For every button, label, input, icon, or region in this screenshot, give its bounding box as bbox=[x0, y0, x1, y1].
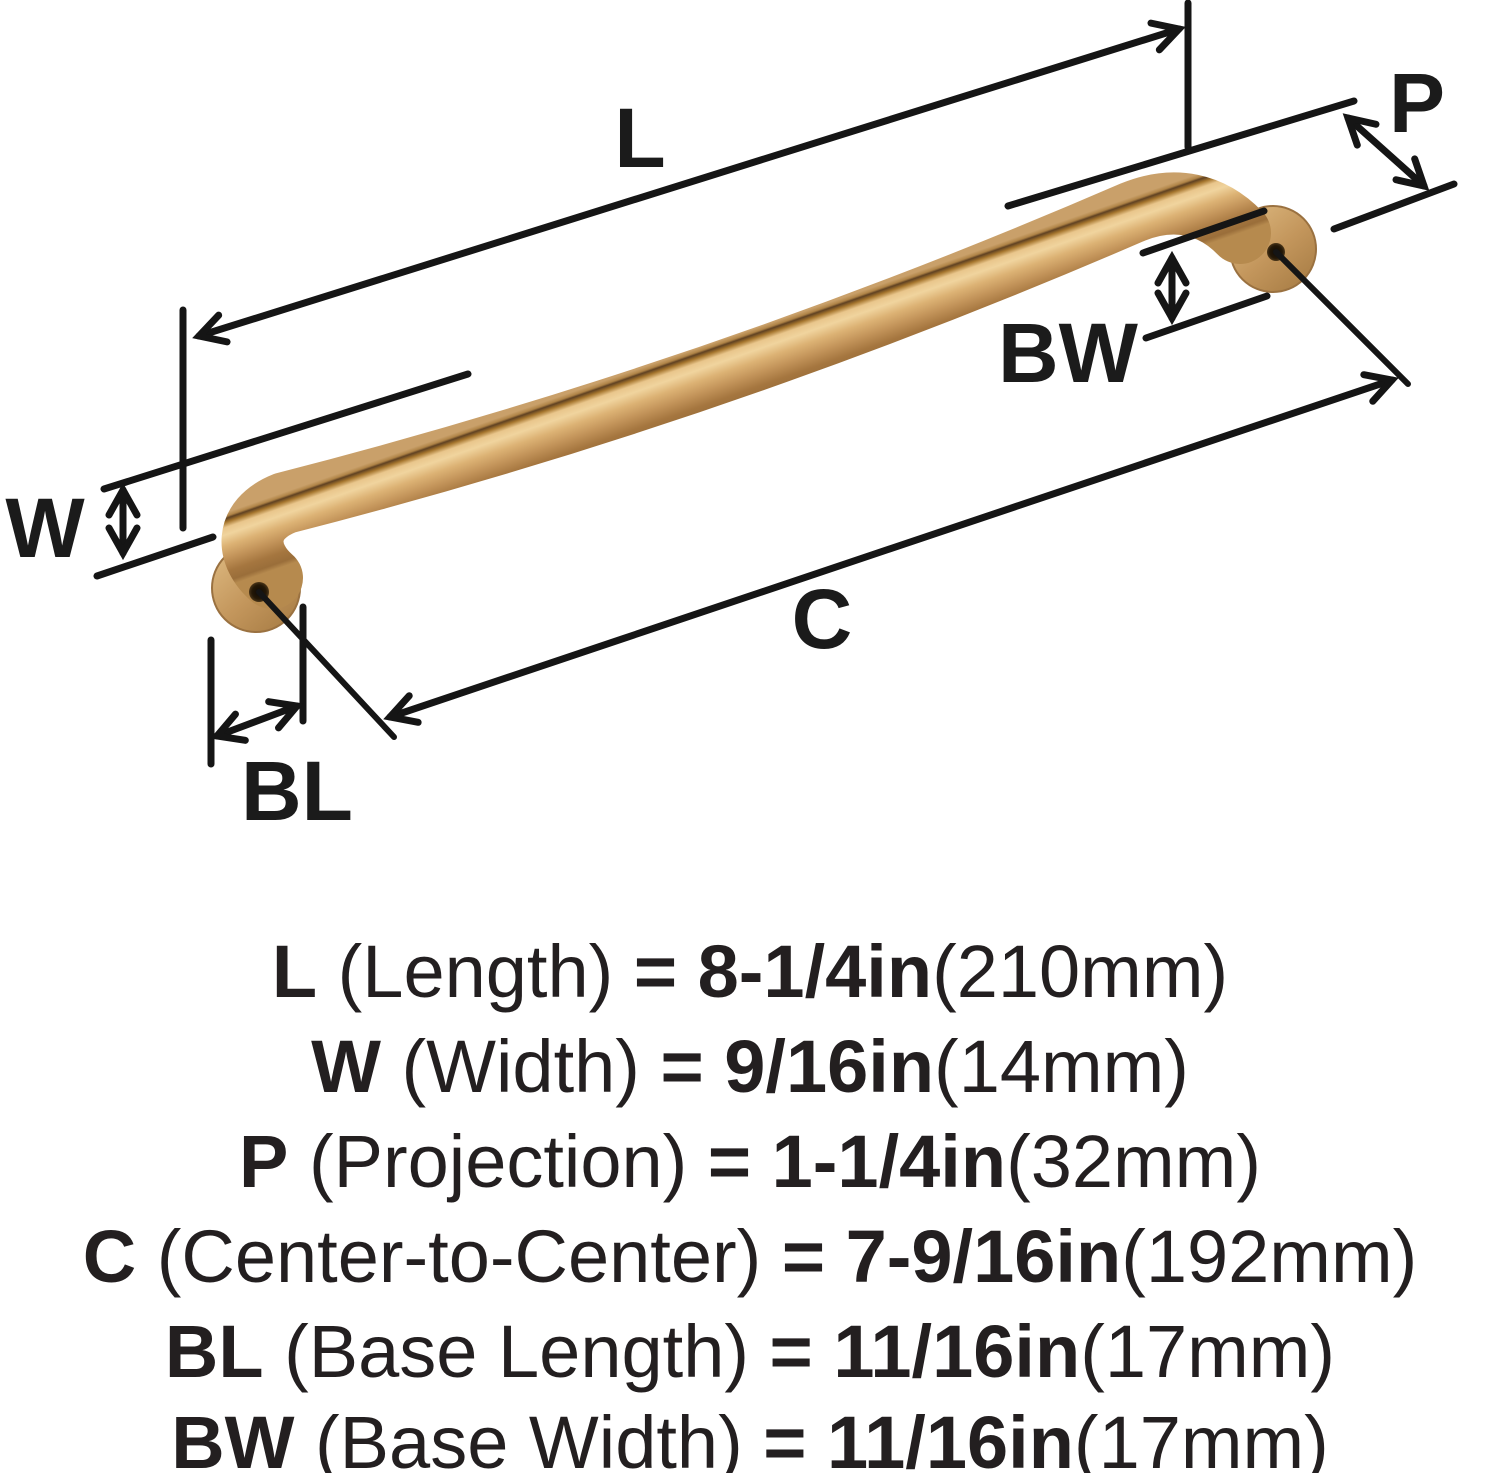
label-length: L bbox=[614, 91, 665, 185]
dimension-base-length bbox=[207, 603, 307, 768]
center-leader-left bbox=[256, 589, 397, 740]
projection-ext-line-bottom bbox=[1330, 180, 1458, 233]
spec-line-base-length: BL (Base Length) = 11/16in(17mm) bbox=[165, 1310, 1335, 1393]
dimension-length bbox=[179, 0, 1192, 532]
spec-list: L (Length) = 8-1/4in(210mm) W (Width) = … bbox=[83, 930, 1417, 1473]
base-width-tick-bottom bbox=[1142, 292, 1271, 342]
spec-line-center-to-center: C (Center-to-Center) = 7-9/16in(192mm) bbox=[83, 1215, 1417, 1298]
dimension-center-to-center bbox=[256, 249, 1411, 740]
label-width: W bbox=[5, 481, 85, 575]
label-base-width: BW bbox=[998, 306, 1139, 400]
label-projection: P bbox=[1389, 56, 1445, 150]
base-length-dim-line bbox=[210, 698, 304, 744]
handle-artwork bbox=[211, 172, 1317, 633]
spec-line-base-width: BW (Base Width) = 11/16in(17mm) bbox=[171, 1401, 1329, 1473]
spec-line-width: W (Width) = 9/16in(14mm) bbox=[311, 1025, 1189, 1108]
label-center-to-center: C bbox=[792, 572, 853, 666]
base-width-tick-top bbox=[1139, 207, 1268, 257]
spec-line-projection: P (Projection) = 1-1/4in(32mm) bbox=[239, 1120, 1261, 1203]
projection-ext-line-top bbox=[1004, 97, 1358, 210]
projection-dim-line bbox=[1342, 113, 1430, 191]
length-dim-line bbox=[192, 19, 1186, 346]
center-leader-right bbox=[1273, 249, 1411, 387]
width-ext-line-bottom bbox=[93, 533, 217, 580]
spec-line-length: L (Length) = 8-1/4in(210mm) bbox=[272, 930, 1228, 1013]
dimension-projection bbox=[1004, 97, 1458, 233]
label-base-length: BL bbox=[241, 744, 353, 838]
center-dim-line bbox=[383, 371, 1399, 726]
dimension-base-width bbox=[1139, 207, 1271, 342]
